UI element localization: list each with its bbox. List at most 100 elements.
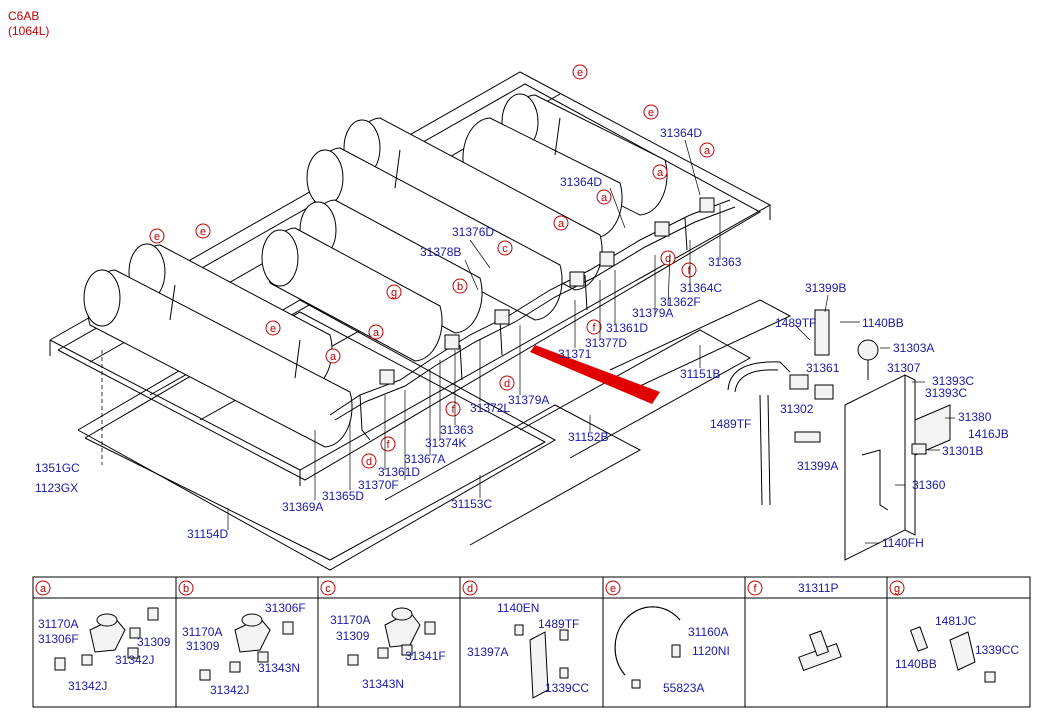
- label-31380: 31380: [958, 410, 992, 424]
- svg-text:e: e: [200, 226, 206, 238]
- label-31399A: 31399A: [797, 459, 838, 473]
- label-31364D-1: 31364D: [660, 126, 702, 140]
- leader-lines: [227, 139, 955, 544]
- callout-e-1: e: [572, 64, 588, 80]
- label-31363-1: 31363: [708, 255, 742, 269]
- panel-b-valve-drawing: [199, 613, 294, 681]
- label-31301B: 31301B: [942, 444, 983, 458]
- panel-d-header: d: [462, 580, 478, 596]
- svg-text:d: d: [665, 253, 671, 265]
- svg-text:a: a: [657, 167, 664, 179]
- panel-a-31170A: 31170A: [38, 617, 78, 631]
- svg-text:e: e: [154, 231, 160, 243]
- panel-b-31343N: 31343N: [258, 661, 300, 675]
- label-1123GX: 1123GX: [35, 481, 78, 495]
- label-31376D: 31376D: [452, 225, 494, 239]
- svg-text:f: f: [753, 583, 757, 595]
- label-31302: 31302: [780, 402, 814, 416]
- panel-b-header: b: [178, 580, 194, 596]
- label-31303A: 31303A: [893, 341, 934, 355]
- label-31393C-2: 31393C: [925, 386, 967, 400]
- svg-text:f: f: [386, 439, 390, 451]
- cng-tanks: [83, 93, 668, 448]
- panel-d-31397A: 31397A: [467, 645, 508, 659]
- label-31365D: 31365D: [322, 489, 364, 503]
- svg-text:c: c: [325, 583, 331, 595]
- panel-a-valve-drawing: [54, 607, 159, 671]
- callout-a-2: a: [652, 164, 668, 180]
- panel-f-header: f: [747, 580, 763, 596]
- pointer-arrow: [530, 345, 660, 404]
- panel-c-31309: 31309: [336, 629, 370, 643]
- svg-text:e: e: [577, 67, 583, 79]
- svg-text:g: g: [894, 583, 900, 595]
- label-31371: 31371: [558, 347, 592, 361]
- panel-e-1120NI: 1120NI: [692, 644, 730, 658]
- svg-text:a: a: [704, 145, 711, 157]
- gas-piping: [329, 197, 736, 441]
- svg-text:b: b: [457, 281, 463, 293]
- label-31377D: 31377D: [585, 336, 627, 350]
- panel-b-31306F: 31306F: [265, 601, 306, 615]
- panel-c-31341F: 31341F: [405, 649, 446, 663]
- label-31361D-2: 31361D: [378, 465, 420, 479]
- panel-a-31342J-2: 31342J: [68, 679, 107, 693]
- panel-g-1481JC: 1481JC: [935, 614, 977, 628]
- svg-text:e: e: [610, 583, 616, 595]
- panel-b-31170A: 31170A: [182, 625, 222, 639]
- label-31307: 31307: [887, 361, 921, 375]
- panel-d-1140EN: 1140EN: [497, 601, 539, 615]
- label-31363-2: 31363: [440, 423, 474, 437]
- panel-e-header: e: [605, 580, 621, 596]
- callout-e-2: e: [643, 104, 659, 120]
- label-1140FH: 1140FH: [882, 536, 924, 550]
- label-31370F: 31370F: [358, 478, 399, 492]
- panel-e-strap-drawing: [614, 606, 681, 689]
- callout-f-1: f: [681, 262, 697, 278]
- callout-e-4: e: [195, 223, 211, 239]
- fill-panel-assembly: [727, 309, 951, 561]
- label-31379A-1: 31379A: [632, 306, 673, 320]
- panel-g-clamp-drawing: [909, 626, 996, 683]
- label-31374K: 31374K: [425, 436, 466, 450]
- model-variant: (1064L): [8, 24, 49, 38]
- callout-d-2: d: [499, 375, 515, 391]
- panel-d-1489TF: 1489TF: [538, 617, 579, 631]
- panel-d-bracket-drawing: [514, 624, 569, 699]
- callout-f-4: f: [380, 436, 396, 452]
- panel-c-31343N: 31343N: [362, 677, 404, 691]
- callout-d-3: d: [361, 453, 377, 469]
- label-31399B: 31399B: [805, 281, 846, 295]
- svg-text:c: c: [502, 243, 508, 255]
- label-31364C: 31364C: [680, 281, 722, 295]
- svg-text:d: d: [467, 583, 473, 595]
- label-31152B: 31152B: [568, 430, 608, 444]
- svg-text:g: g: [391, 287, 397, 299]
- label-31364D-2: 31364D: [560, 175, 602, 189]
- label-31361: 31361: [806, 361, 840, 375]
- label-1351GC: 1351GC: [35, 461, 80, 475]
- svg-text:d: d: [504, 378, 510, 390]
- label-1140BB-1: 1140BB: [862, 316, 904, 330]
- label-31361D-1: 31361D: [606, 321, 648, 335]
- svg-text:a: a: [40, 583, 47, 595]
- panel-a-31309: 31309: [137, 635, 171, 649]
- label-31378B: 31378B: [420, 245, 461, 259]
- callout-f-2: f: [586, 319, 602, 335]
- panel-f-tee-fitting-drawing: [798, 630, 842, 672]
- callout-b-1: b: [452, 278, 468, 294]
- label-31362F: 31362F: [660, 295, 701, 309]
- panel-g-header: g: [889, 580, 905, 596]
- svg-text:f: f: [687, 265, 691, 277]
- callout-a-1: a: [699, 142, 715, 158]
- part-labels: 31364D 31364D 31376D 31378B 31363 31364C…: [35, 126, 1009, 550]
- callout-a-6: a: [325, 348, 341, 364]
- svg-text:a: a: [330, 351, 337, 363]
- panel-f-title: 31311P: [798, 581, 838, 595]
- callout-a-5: a: [368, 324, 384, 340]
- label-1489TF-1: 1489TF: [775, 316, 816, 330]
- panel-a-31306F: 31306F: [38, 632, 79, 646]
- panel-c-header: c: [320, 580, 336, 596]
- panel-g-1140BB: 1140BB: [895, 657, 937, 671]
- label-31379A-2: 31379A: [508, 393, 549, 407]
